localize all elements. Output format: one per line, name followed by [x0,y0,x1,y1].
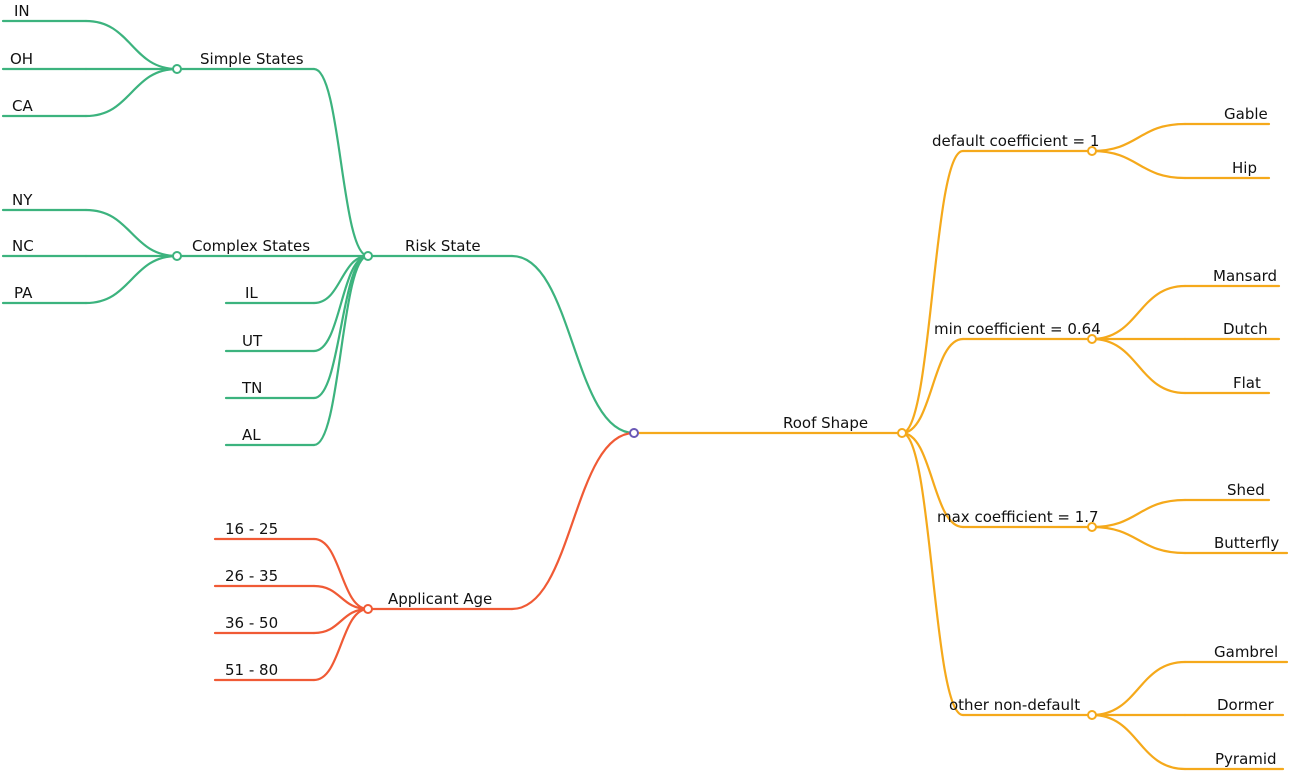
al-edge [312,254,370,447]
tn-label: TN [241,379,262,397]
shed-edge [1090,498,1187,529]
age-26-35-label: 26 - 35 [225,567,278,585]
other-non-default-edge [900,431,965,717]
ny-label: NY [12,191,33,209]
flat-edge [1090,337,1187,395]
default-coefficient-edge [900,149,965,435]
default-coefficient-label: default coefficient = 1 [932,132,1099,150]
other-non-default-label: other non-default [949,696,1080,714]
pyramid-edge [1090,713,1187,771]
risk-state-node-dot[interactable] [363,251,373,261]
underlines-layer [1,19,1289,771]
ca-edge [84,67,179,118]
ut-label: UT [242,332,263,350]
simple-states-label: Simple States [200,50,304,68]
max-coefficient-label: max coefficient = 1.7 [937,508,1099,526]
min-coefficient-edge [900,337,965,435]
age-51-80-label: 51 - 80 [225,661,278,679]
mansard-edge [1090,284,1187,341]
gable-label: Gable [1224,105,1268,123]
mansard-label: Mansard [1213,267,1277,285]
dormer-label: Dormer [1217,696,1274,714]
max-coefficient-node-dot[interactable] [1087,522,1097,532]
applicant-age-node-dot[interactable] [363,604,373,614]
nc-label: NC [12,237,34,255]
default-coefficient-node-dot[interactable] [1087,146,1097,156]
gambrel-label: Gambrel [1214,643,1278,661]
roof-shape-node-dot[interactable] [897,428,907,438]
applicant-age-label: Applicant Age [388,590,492,608]
simple-states-node-dot[interactable] [172,64,182,74]
max-coefficient-edge [900,431,965,529]
complex-states-node-dot[interactable] [172,251,182,261]
applicant-age-edge [510,431,636,611]
gambrel-edge [1090,660,1187,717]
ca-label: CA [12,97,33,115]
al-label: AL [242,426,261,444]
other-non-default-node-dot[interactable] [1087,710,1097,720]
in-edge [84,19,179,71]
age-16-25-edge [312,537,370,611]
root-node-dot[interactable] [629,428,639,438]
labels-layer: Risk State Simple States IN OH CA Complex Sta… [10,2,1279,768]
edges-layer [84,19,1187,771]
butterfly-label: Butterfly [1214,534,1279,552]
roof-shape-label: Roof Shape [783,414,868,432]
age-26-35-edge [312,584,370,611]
in-label: IN [14,2,30,20]
butterfly-edge [1090,525,1187,555]
pa-edge [84,254,179,305]
ny-edge [84,208,179,258]
shed-label: Shed [1227,481,1265,499]
hip-edge [1090,149,1187,180]
gable-edge [1090,122,1187,153]
oh-label: OH [10,50,33,68]
age-16-25-label: 16 - 25 [225,520,278,538]
min-coefficient-node-dot[interactable] [1087,334,1097,344]
simple-states-edge [312,67,370,258]
risk-state-label: Risk State [405,237,481,255]
il-label: IL [245,284,258,302]
nodes-layer [172,64,1097,720]
ut-edge [312,254,370,353]
age-36-50-label: 36 - 50 [225,614,278,632]
dutch-label: Dutch [1223,320,1268,338]
complex-states-label: Complex States [192,237,310,255]
tn-edge [312,254,370,400]
hip-label: Hip [1232,159,1257,177]
pyramid-label: Pyramid [1215,750,1277,768]
age-51-80-edge [312,607,370,682]
min-coefficient-label: min coefficient = 0.64 [934,320,1101,338]
pa-label: PA [14,284,33,302]
risk-state-edge [510,254,636,435]
flat-label: Flat [1233,374,1261,392]
